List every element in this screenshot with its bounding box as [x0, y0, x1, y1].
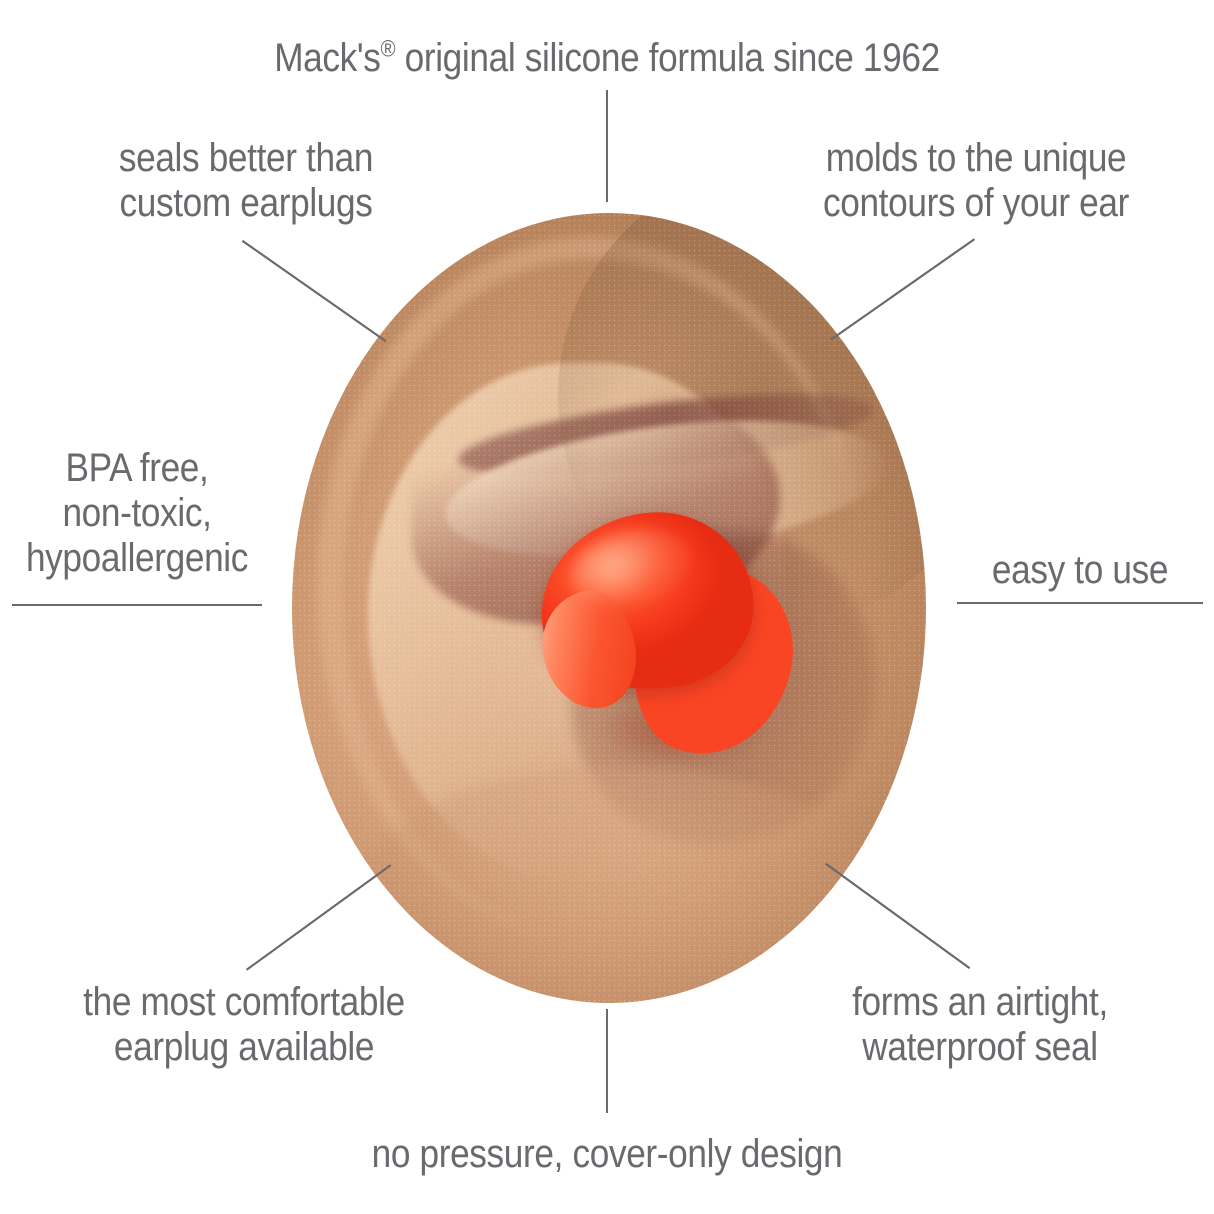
callout-molds-contours-line2: contours of your ear [822, 180, 1130, 225]
leader-mid-left [12, 604, 262, 606]
callout-easy-to-use: easy to use [972, 548, 1188, 593]
ear-lobe [355, 766, 888, 1003]
callout-easy-to-use-line1: easy to use [991, 548, 1169, 592]
callout-molds-contours-line1: molds to the unique [825, 136, 1127, 180]
headline-brand: Mack's [274, 36, 381, 80]
leader-mid-right [957, 602, 1203, 604]
callout-most-comfortable-line1: the most comfortable [83, 980, 405, 1024]
callout-seals-better-line2: custom earplugs [119, 180, 373, 225]
ear-photo [292, 213, 926, 1003]
headline-rest: original silicone formula since 1962 [395, 36, 941, 80]
callout-bpa-free-line1: BPA free, [65, 446, 209, 490]
callout-no-pressure: no pressure, cover-only design [343, 1132, 871, 1177]
callout-no-pressure-line1: no pressure, cover-only design [371, 1132, 843, 1176]
silicone-earplug [533, 505, 809, 770]
leader-top-center [606, 90, 608, 202]
callout-airtight-seal: forms an airtight,waterproof seal [830, 980, 1129, 1070]
callout-most-comfortable-line2: earplug available [113, 1024, 375, 1069]
callout-airtight-seal-line1: forms an airtight, [852, 980, 1108, 1024]
callout-bpa-free: BPA free,non-toxic,hypoallergenic [23, 446, 250, 580]
callout-bpa-free-line3: hypoallergenic [25, 535, 249, 580]
callout-headline: Mack's® original silicone formula since … [255, 36, 959, 81]
callout-bpa-free-line2: non-toxic, [62, 490, 212, 535]
callout-airtight-seal-line2: waterproof seal [862, 1024, 1098, 1069]
leader-bottom-center [606, 1009, 608, 1113]
registered-trademark-icon: ® [380, 35, 396, 62]
callout-seals-better-line1: seals better than [118, 136, 374, 180]
